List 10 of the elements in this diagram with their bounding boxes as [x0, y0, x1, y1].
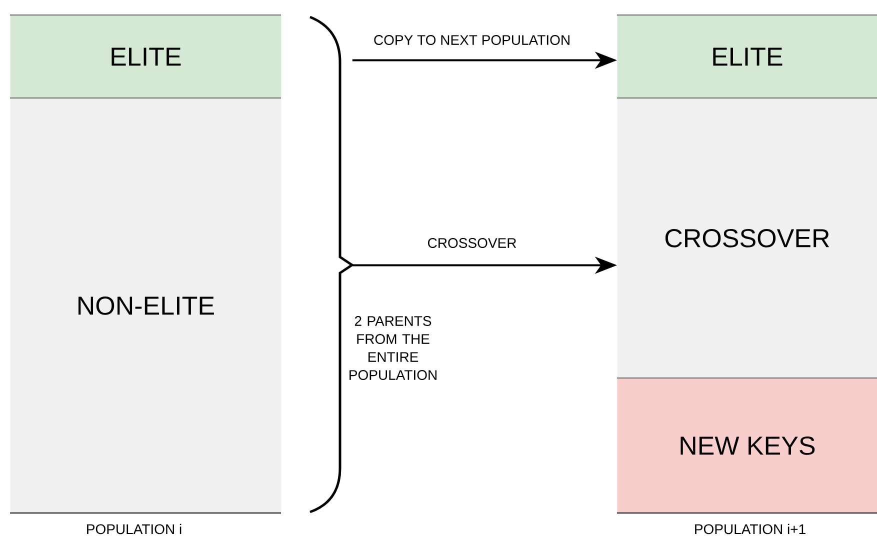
- edge-label: CROSSOVER: [428, 238, 516, 248]
- elite-box: ELITE: [617, 15, 877, 98]
- new-keys-box: NEW KEYS: [617, 378, 877, 514]
- elite-box: ELITE: [10, 15, 282, 98]
- population-label: POPULATION i+1: [695, 524, 806, 534]
- population-box: NON-ELITE: [10, 98, 282, 514]
- population-label: POPULATION i: [87, 524, 182, 534]
- edge-label: COPY TO NEXT POPULATION: [374, 35, 570, 45]
- parent-selection-note: 2 PARENTS FROM THE ENTIRE POPULATION: [350, 316, 436, 380]
- crossover-box: CROSSOVER: [617, 98, 877, 378]
